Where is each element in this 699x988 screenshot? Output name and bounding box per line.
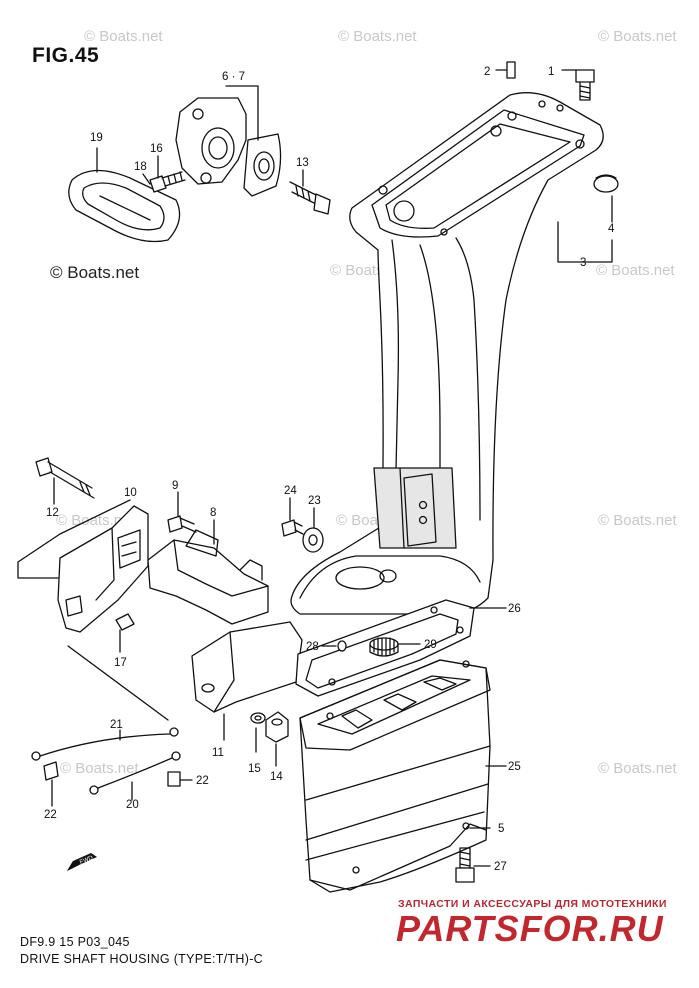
figure-title: FIG.45 xyxy=(32,44,100,67)
ground-wire-21 xyxy=(31,727,179,761)
fwd-arrow-icon: FWD xyxy=(65,849,101,880)
leader-3 xyxy=(557,221,613,263)
watermark: © Boats.net xyxy=(596,262,675,279)
part-label: 14 xyxy=(270,771,283,783)
part-label: 9 xyxy=(172,480,178,492)
watermark: © Boats.net xyxy=(84,28,163,45)
bolt-22-left xyxy=(43,761,59,781)
watermark: © Boats.net xyxy=(598,512,677,529)
washer-15 xyxy=(250,712,266,724)
part-label: 21 xyxy=(110,719,123,731)
part-label: 1 xyxy=(548,66,554,78)
part-label: 6 · 7 xyxy=(222,71,245,83)
leader-18 xyxy=(142,173,151,185)
part-label: 15 xyxy=(248,763,261,775)
bolt-1 xyxy=(575,69,595,101)
part-label: 25 xyxy=(508,761,521,773)
mount-19 xyxy=(68,169,181,243)
part-label: 24 xyxy=(284,485,297,497)
part-label: 28 xyxy=(306,641,319,653)
part-label: 12 xyxy=(46,507,59,519)
part-label: 22 xyxy=(44,809,57,821)
leader-10 xyxy=(17,499,131,579)
part-label: 29 xyxy=(424,639,437,651)
part-label: 10 xyxy=(124,487,137,499)
seal-29 xyxy=(369,637,399,657)
bracket-8 xyxy=(147,529,269,625)
part-label: 26 xyxy=(508,603,521,615)
diagram-code: DF9.9 15 P03_045 xyxy=(20,935,130,949)
part-label: 18 xyxy=(134,161,147,173)
part-label: 3 xyxy=(580,257,586,269)
grommet-23 xyxy=(302,527,324,553)
part-label: 8 xyxy=(210,507,216,519)
part-label: 13 xyxy=(296,157,309,169)
diagram-caption: DRIVE SHAFT HOUSING (TYPE:T/TH)-C xyxy=(20,952,264,966)
part-label: 22 xyxy=(196,775,209,787)
cap-4 xyxy=(593,174,619,193)
part-label: 16 xyxy=(150,143,163,155)
bolt-9 xyxy=(167,515,197,533)
bolt-12 xyxy=(35,457,95,499)
leader-wire xyxy=(67,645,169,721)
bolt-13 xyxy=(289,181,331,215)
shop-logo[interactable]: PARTSFOR.RU xyxy=(396,908,664,949)
bolt-16-18 xyxy=(149,171,186,193)
leader-6-7 xyxy=(225,85,259,141)
bracket-10 xyxy=(57,505,149,633)
clamp-bracket-6-7 xyxy=(175,97,247,185)
dowel-pin-2 xyxy=(506,61,516,79)
watermark-dark: © Boats.net xyxy=(50,263,140,282)
shop-tagline: ЗАПЧАСТИ И АКСЕССУАРЫ ДЛЯ МОТОТЕХНИКИ xyxy=(398,898,667,910)
drive-shaft-housing xyxy=(290,92,604,615)
nut-14 xyxy=(265,711,289,743)
watermark: © Boats.net xyxy=(338,28,417,45)
part-label: 20 xyxy=(126,799,139,811)
watermark: © Boats.net xyxy=(60,760,139,777)
bolt-22-right xyxy=(167,771,181,787)
bolt-27 xyxy=(455,847,475,883)
bolt-24 xyxy=(281,519,304,537)
part-label: 11 xyxy=(212,747,224,759)
part-label: 27 xyxy=(494,861,507,873)
cushion-11 xyxy=(191,621,303,713)
part-label: 17 xyxy=(114,657,127,669)
part-label: 19 xyxy=(90,132,103,144)
plate-6-7 xyxy=(243,133,282,197)
part-label: 5 xyxy=(498,823,504,835)
ground-wire-20 xyxy=(89,751,181,795)
extension-case-25 xyxy=(299,659,491,893)
watermark: © Boats.net xyxy=(598,28,677,45)
part-label: 23 xyxy=(308,495,321,507)
pin-28 xyxy=(337,640,347,652)
pin-17 xyxy=(115,613,135,631)
watermark: © Boats.net xyxy=(598,760,677,777)
fwd-text: FWD xyxy=(79,855,95,866)
part-label: 2 xyxy=(484,66,490,78)
part-label: 4 xyxy=(608,223,615,235)
